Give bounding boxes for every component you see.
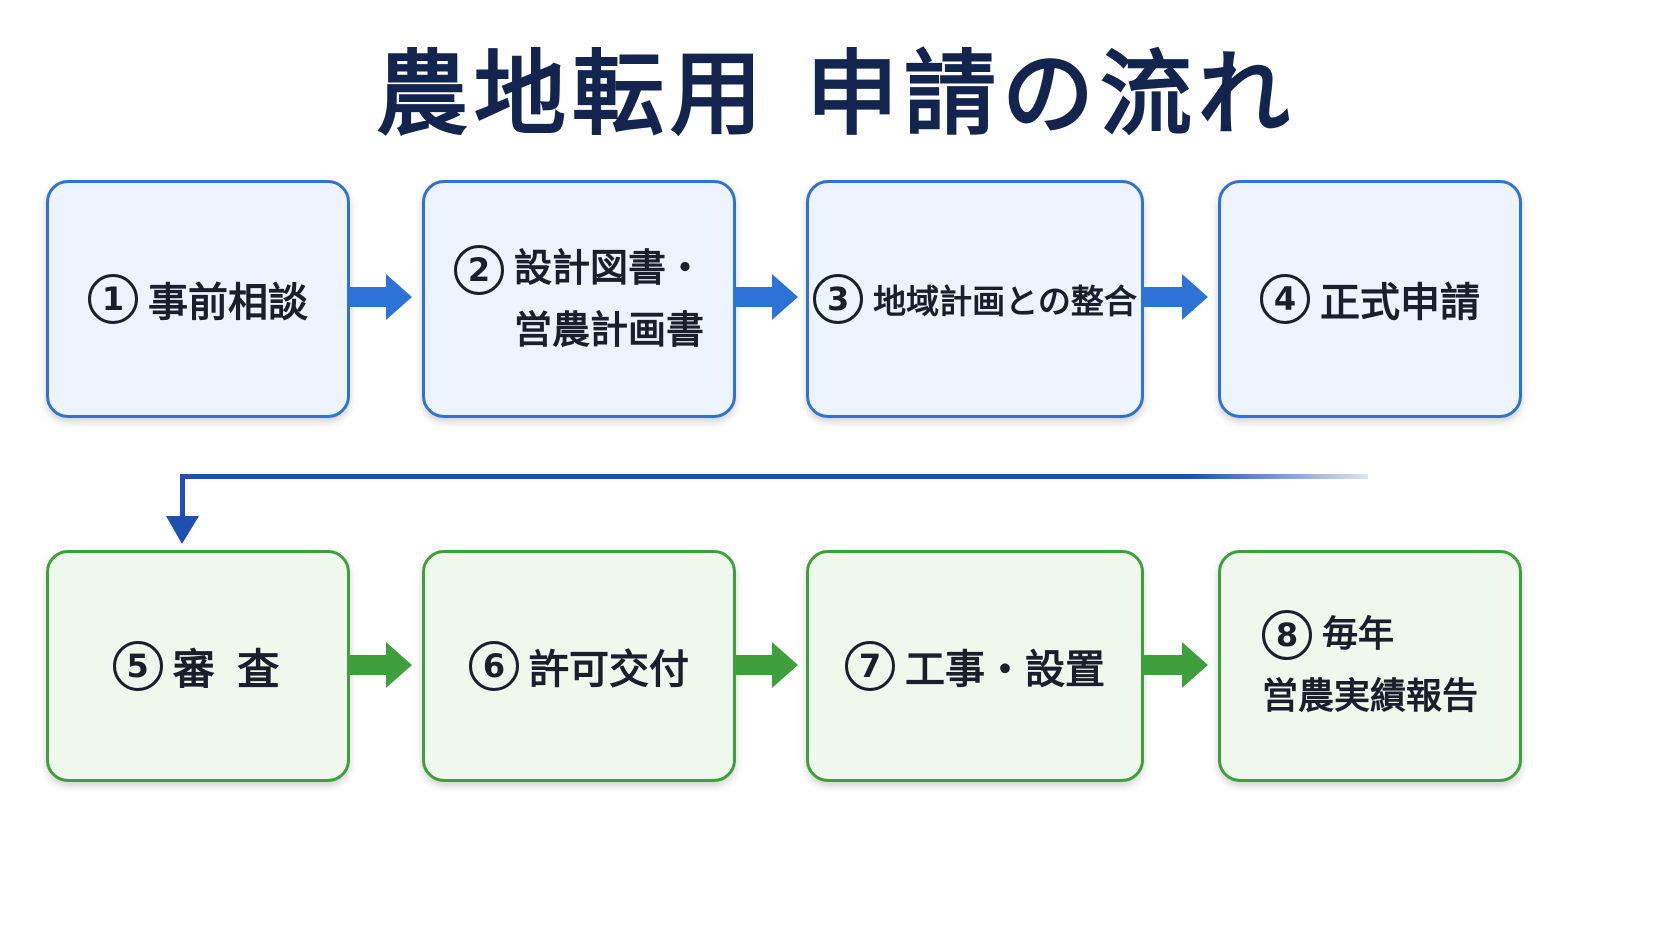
step-1-number: 1	[88, 274, 138, 324]
arrow-2-to-3	[736, 274, 798, 320]
step-2-label-line2: 営農計画書	[513, 308, 704, 352]
step-5-number: 5	[112, 641, 163, 691]
step-1-label: 事前相談	[148, 280, 308, 326]
step-5-label: 審 査	[172, 644, 284, 694]
step-4-box: 4 正式申請	[1218, 180, 1522, 418]
step-8-label-line1: 毎年	[1321, 614, 1394, 655]
step-4-label: 正式申請	[1320, 280, 1480, 326]
step-6-box: 6 許可交付	[422, 550, 736, 782]
step-6-label: 許可交付	[529, 647, 689, 693]
step-3-box: 3 地域計画との整合	[806, 180, 1144, 418]
arrow-3-to-4	[1144, 274, 1208, 320]
arrow-6-to-7	[736, 642, 798, 688]
step-2-label-line1: 設計図書・	[513, 246, 704, 290]
arrow-1-to-2	[350, 274, 412, 320]
step-1-box: 1 事前相談	[46, 180, 350, 418]
step-8-number: 8	[1261, 610, 1312, 660]
step-5-box: 5 審 査	[46, 550, 350, 782]
step-6-number: 6	[469, 641, 519, 691]
arrow-7-to-8	[1144, 642, 1208, 688]
step-7-number: 7	[845, 641, 895, 691]
arrow-5-to-6	[350, 642, 412, 688]
step-4-number: 4	[1260, 274, 1310, 324]
step-2-box: 2 設計図書・ 営農計画書	[422, 180, 736, 418]
step-3-number: 3	[813, 274, 864, 324]
step-3-label: 地域計画との整合	[873, 282, 1137, 321]
page-title: 農地転用 申請の流れ	[375, 41, 1297, 148]
step-8-label-line2: 営農実績報告	[1261, 676, 1478, 717]
step-7-box: 7 工事・設置	[806, 550, 1144, 782]
step-2-number: 2	[453, 245, 504, 295]
step-7-label: 工事・設置	[905, 647, 1105, 693]
step-8-box: 8 毎年 営農実績報告	[1218, 550, 1522, 782]
